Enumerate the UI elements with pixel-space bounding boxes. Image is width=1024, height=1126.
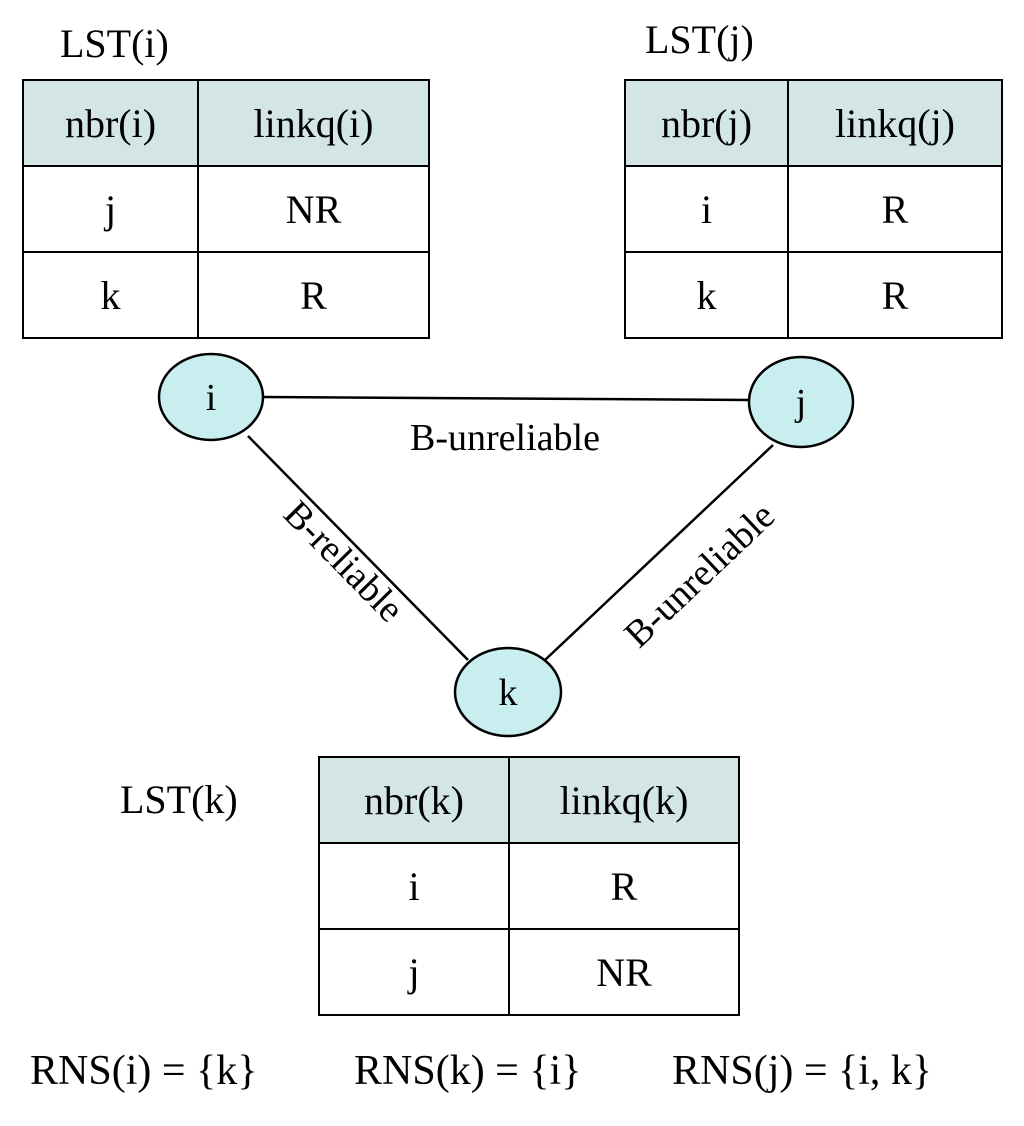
table-row: j NR	[318, 928, 740, 1016]
node-label-k: k	[499, 672, 518, 714]
table-header-row: nbr(k) linkq(k)	[318, 756, 740, 844]
edge-label-i-k: B-reliable	[275, 493, 411, 631]
node-k: k	[453, 646, 563, 738]
table-row: k R	[624, 251, 1003, 339]
edge-label-j-k: B-unreliable	[616, 495, 783, 656]
table-header-row: nbr(i) linkq(i)	[22, 79, 430, 167]
column-header-linkq: linkq(j)	[787, 79, 1003, 167]
node-j: j	[747, 355, 855, 449]
table-cell: i	[624, 165, 789, 253]
table-cell: k	[22, 251, 199, 339]
edge-label-i-j: B-unreliable	[410, 417, 600, 459]
table-row: i R	[318, 842, 740, 930]
rns-k: RNS(k) = {i}	[354, 1048, 582, 1094]
edge-j-k	[544, 444, 774, 661]
column-header-linkq: linkq(i)	[197, 79, 430, 167]
table-cell: R	[787, 165, 1003, 253]
lst-k-title: LST(k)	[120, 777, 238, 822]
column-header-nbr: nbr(j)	[624, 79, 789, 167]
table-cell: R	[508, 842, 740, 930]
table-cell: j	[318, 928, 510, 1016]
table-row: j NR	[22, 165, 430, 253]
node-i: i	[157, 352, 265, 442]
table-row: k R	[22, 251, 430, 339]
column-header-nbr: nbr(k)	[318, 756, 510, 844]
table-cell: NR	[197, 165, 430, 253]
table-cell: i	[318, 842, 510, 930]
edge-i-k	[247, 435, 469, 661]
column-header-linkq: linkq(k)	[508, 756, 740, 844]
edge-i-j	[263, 395, 751, 402]
rns-j: RNS(j) = {i, k}	[672, 1048, 933, 1094]
table-row: i R	[624, 165, 1003, 253]
table-cell: NR	[508, 928, 740, 1016]
table-cell: R	[787, 251, 1003, 339]
rns-i: RNS(i) = {k}	[30, 1048, 258, 1094]
lst-i-title: LST(i)	[60, 21, 169, 66]
table-cell: R	[197, 251, 430, 339]
table-cell: j	[22, 165, 199, 253]
lst-j-table: nbr(j) linkq(j) i R k R	[624, 79, 1003, 339]
node-label-j: j	[794, 382, 807, 424]
node-label-i: i	[206, 377, 217, 419]
lst-j-title: LST(j)	[645, 17, 754, 62]
column-header-nbr: nbr(i)	[22, 79, 199, 167]
table-cell: k	[624, 251, 789, 339]
table-header-row: nbr(j) linkq(j)	[624, 79, 1003, 167]
lst-k-table: nbr(k) linkq(k) i R j NR	[318, 756, 740, 1016]
lst-i-table: nbr(i) linkq(i) j NR k R	[22, 79, 430, 339]
